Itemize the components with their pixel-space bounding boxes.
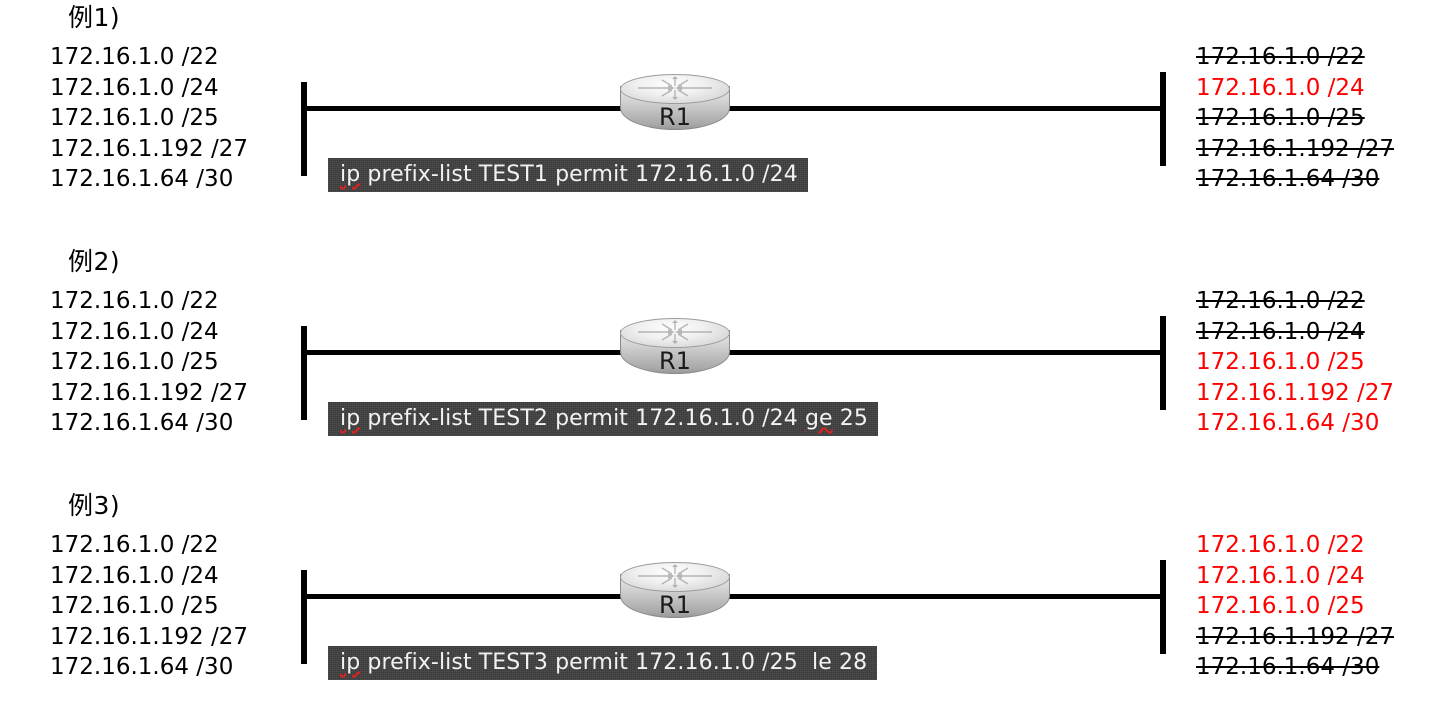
list-item: 172.16.1.0 /25	[1196, 593, 1365, 619]
example-heading: 例1)	[68, 3, 121, 32]
spellcheck-word: ip	[340, 162, 361, 187]
right-endpoint-bar	[1160, 316, 1166, 410]
command-text: ip prefix-list TEST3 permit 172.16.1.0 /…	[340, 646, 867, 680]
router-icon: R1	[620, 318, 730, 384]
network-link-line	[305, 106, 1163, 111]
example-block-3: 例3) 172.16.1.0 /22 172.16.1.0 /24 172.16…	[0, 488, 1440, 728]
list-item: 172.16.1.192 /27	[50, 135, 248, 162]
list-item: 172.16.1.0 /25	[1196, 349, 1365, 375]
right-endpoint-bar	[1160, 560, 1166, 654]
left-endpoint-bar	[301, 570, 307, 664]
command-text: ip prefix-list TEST1 permit 172.16.1.0 /…	[340, 158, 798, 192]
list-item: 172.16.1.0 /22	[50, 44, 219, 70]
list-item: 172.16.1.0 /24	[50, 74, 219, 101]
list-item: 172.16.1.0 /25	[50, 349, 219, 375]
list-item: 172.16.1.0 /25	[50, 593, 219, 619]
list-item: 172.16.1.0 /25	[50, 105, 219, 131]
spellcheck-word: ip	[340, 650, 361, 675]
list-item: 172.16.1.192 /27	[1196, 135, 1394, 162]
command-text: ip prefix-list TEST2 permit 172.16.1.0 /…	[340, 402, 868, 436]
list-item: 172.16.1.64 /30	[1196, 654, 1380, 680]
router-arrows-icon	[638, 76, 712, 100]
prefix-list-command-box: ip prefix-list TEST3 permit 172.16.1.0 /…	[328, 646, 877, 680]
router-label: R1	[659, 591, 691, 619]
example-block-2: 例2) 172.16.1.0 /22 172.16.1.0 /24 172.16…	[0, 244, 1440, 484]
list-item: 172.16.1.0 /24	[50, 562, 219, 589]
result-prefix-list: 172.16.1.0 /22 172.16.1.0 /24 172.16.1.0…	[1196, 530, 1394, 683]
router-icon: R1	[620, 74, 730, 140]
example-heading: 例2)	[68, 247, 121, 276]
prefix-list-command-box: ip prefix-list TEST1 permit 172.16.1.0 /…	[328, 158, 808, 192]
list-item: 172.16.1.0 /25	[1196, 105, 1365, 131]
list-item: 172.16.1.64 /30	[1196, 166, 1380, 192]
network-link-line	[305, 350, 1163, 355]
left-endpoint-bar	[301, 326, 307, 420]
list-item: 172.16.1.64 /30	[50, 410, 234, 436]
example-block-1: 例1) 172.16.1.0 /22 172.16.1.0 /24 172.16…	[0, 0, 1440, 240]
router-arrows-icon	[638, 320, 712, 344]
list-item: 172.16.1.0 /22	[1196, 532, 1365, 558]
list-item: 172.16.1.0 /24	[1196, 74, 1365, 101]
router-label: R1	[659, 103, 691, 131]
list-item: 172.16.1.192 /27	[50, 379, 248, 406]
network-link-line	[305, 594, 1163, 599]
list-item: 172.16.1.0 /22	[50, 532, 219, 558]
result-prefix-list: 172.16.1.0 /22 172.16.1.0 /24 172.16.1.0…	[1196, 42, 1394, 195]
router-arrows-icon	[638, 564, 712, 588]
router-icon: R1	[620, 562, 730, 628]
input-prefix-list: 172.16.1.0 /22 172.16.1.0 /24 172.16.1.0…	[50, 530, 248, 683]
right-endpoint-bar	[1160, 72, 1166, 166]
result-prefix-list: 172.16.1.0 /22 172.16.1.0 /24 172.16.1.0…	[1196, 286, 1394, 439]
list-item: 172.16.1.64 /30	[50, 654, 234, 680]
router-label: R1	[659, 347, 691, 375]
command-remainder: prefix-list TEST3 permit 172.16.1.0 /25 …	[360, 650, 868, 675]
list-item: 172.16.1.192 /27	[50, 623, 248, 650]
command-remainder: prefix-list TEST1 permit 172.16.1.0 /24	[360, 162, 798, 187]
command-remainder: prefix-list TEST2 permit 172.16.1.0 /24	[360, 406, 805, 431]
list-item: 172.16.1.0 /24	[1196, 562, 1365, 589]
prefix-list-command-box: ip prefix-list TEST2 permit 172.16.1.0 /…	[328, 402, 878, 436]
left-endpoint-bar	[301, 82, 307, 176]
list-item: 172.16.1.0 /22	[1196, 44, 1365, 70]
command-modifier-value: 25	[832, 406, 868, 431]
list-item: 172.16.1.64 /30	[1196, 410, 1380, 436]
list-item: 172.16.1.0 /24	[50, 318, 219, 345]
list-item: 172.16.1.0 /22	[1196, 288, 1365, 314]
spellcheck-word: ip	[340, 406, 361, 431]
example-heading: 例3)	[68, 491, 121, 520]
list-item: 172.16.1.64 /30	[50, 166, 234, 192]
list-item: 172.16.1.192 /27	[1196, 379, 1394, 406]
spellcheck-word-modifier: ge	[804, 406, 833, 431]
list-item: 172.16.1.0 /24	[1196, 318, 1365, 345]
list-item: 172.16.1.192 /27	[1196, 623, 1394, 650]
input-prefix-list: 172.16.1.0 /22 172.16.1.0 /24 172.16.1.0…	[50, 42, 248, 195]
input-prefix-list: 172.16.1.0 /22 172.16.1.0 /24 172.16.1.0…	[50, 286, 248, 439]
list-item: 172.16.1.0 /22	[50, 288, 219, 314]
